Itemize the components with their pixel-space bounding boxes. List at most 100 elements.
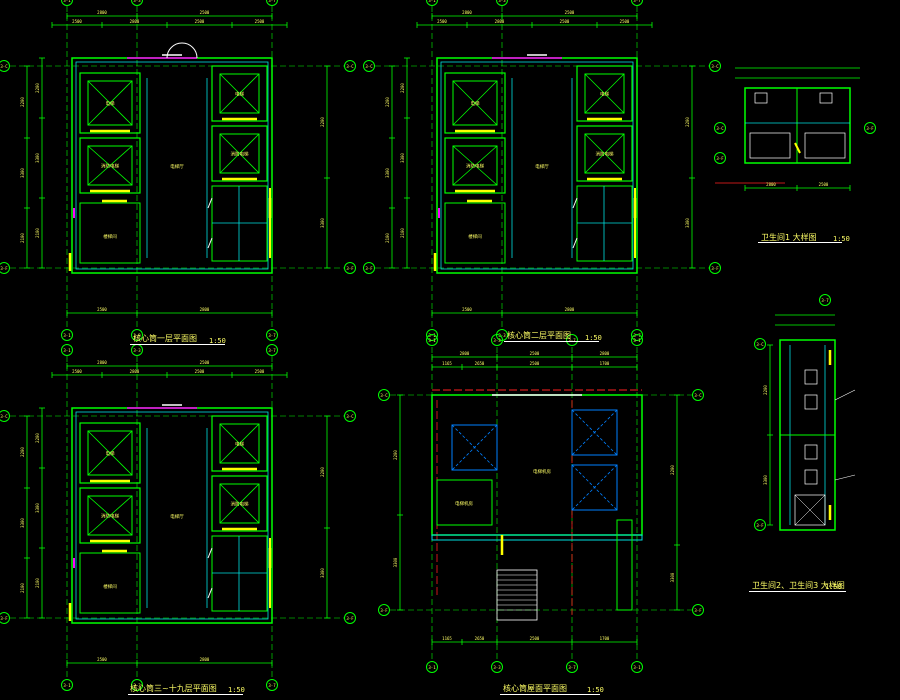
dimension-text: 2200	[20, 97, 25, 107]
dimension-text: 3300	[763, 475, 768, 485]
grid-bubble-label: 3-C	[365, 64, 373, 69]
dimension-text: 2800	[495, 19, 505, 24]
grid-bubble	[266, 329, 278, 341]
grid-bubble	[0, 262, 10, 274]
grid-bubble	[566, 334, 578, 346]
room-label-elevator: 电梯	[471, 100, 480, 107]
elevator-shaft-below	[451, 424, 498, 471]
room-label-elevator: 电梯	[235, 91, 244, 98]
grid-bubble	[631, 329, 643, 341]
dimension-text: 3300	[385, 168, 390, 178]
elevator-shaft	[444, 137, 506, 194]
elevator-cross	[87, 495, 133, 536]
dimension-text: 2100	[35, 228, 40, 238]
machine-room	[436, 479, 493, 526]
dimension-text: 1700	[600, 361, 610, 366]
plan-title-1: 核心筒一层平面图	[133, 334, 197, 343]
elevator-cross	[452, 80, 498, 126]
elevator-cross	[219, 423, 260, 464]
dimension-text: 2100	[35, 578, 40, 588]
dimension-text: 2200	[393, 450, 398, 460]
grid-bubble	[363, 262, 375, 274]
toilet-fixture	[804, 394, 818, 410]
entry-door-swing	[181, 42, 198, 59]
grid-bubble	[754, 519, 766, 531]
dimension-text: 2500	[97, 657, 107, 662]
grid-bubble-label: 3-1	[63, 348, 71, 353]
toilet-fixture	[804, 369, 818, 385]
grid-bubble-label: 3-1	[633, 665, 641, 670]
dimension-text: 1165	[442, 636, 452, 641]
dimension-text: 2500	[72, 369, 82, 374]
elevator-shaft	[211, 65, 268, 122]
grid-bubble-label: 3-C	[380, 393, 388, 398]
dimension-text: 2200	[385, 97, 390, 107]
dimension-text: 2500	[195, 19, 205, 24]
grid-bubble-label: 3-1	[633, 338, 641, 343]
grid-bubble-label: 3-1	[428, 0, 436, 3]
dimension-text: 2800	[460, 351, 470, 356]
leader-line	[834, 389, 856, 401]
grid-bubble-label: 3-3	[133, 0, 141, 3]
grid-bubble-label: 3-F	[716, 156, 724, 161]
dimension-text: 3300	[320, 218, 325, 228]
dimension-text: 3300	[20, 168, 25, 178]
elevator-shaft	[211, 415, 268, 472]
elevator-cross	[452, 145, 498, 186]
dimension-text: 2650	[475, 361, 485, 366]
grid-bubble-label: 3-F	[866, 126, 874, 131]
grid-bubble	[692, 604, 704, 616]
elevator-shaft-below	[571, 464, 618, 511]
plan-title-underline-2	[504, 341, 599, 342]
grid-bubble-label: 3-7	[268, 348, 276, 353]
room-label-elevator: 电梯	[106, 100, 115, 107]
elevator-car	[452, 80, 498, 126]
toilet-block	[211, 535, 268, 612]
grid-bubble	[344, 60, 356, 72]
grid-bubble	[61, 679, 73, 691]
room-label-elevator: 消防电梯	[101, 513, 119, 520]
elevator-shaft	[79, 72, 141, 134]
dimension-text: 2500	[200, 10, 210, 15]
grid-bubble	[566, 661, 578, 673]
elevator-cross	[219, 483, 260, 524]
elevator-cross	[87, 430, 133, 476]
room-label-stair: 楼梯间	[103, 583, 117, 590]
dimension-text: 2800	[130, 19, 140, 24]
room-label-elevator: 电梯	[106, 450, 115, 457]
grid-bubble	[496, 0, 508, 6]
grid-bubble	[426, 334, 438, 346]
grid-bubble-label: 3-F	[711, 266, 719, 271]
grid-bubble-label: 3-7	[268, 333, 276, 338]
plan-scale-4: 1:50	[587, 686, 604, 694]
plan-scale-1: 1:50	[209, 337, 226, 345]
shaft-cross	[571, 409, 618, 456]
shaft-cross	[571, 464, 618, 511]
grid-bubble	[363, 60, 375, 72]
plan-title-underline-3	[128, 694, 243, 695]
dimension-text: 2800	[200, 307, 210, 312]
grid-bubble	[709, 60, 721, 72]
plan-title-underline-1	[130, 344, 225, 345]
grid-bubble-label: 3-1	[63, 683, 71, 688]
elevator-shaft	[79, 137, 141, 194]
elevator-cross	[219, 73, 260, 114]
dimension-text: 2500	[560, 19, 570, 24]
room-label-elevator: 消防电梯	[101, 163, 119, 170]
elevator-shaft	[576, 125, 633, 182]
grid-bubble-label: 3-F	[756, 523, 764, 528]
elevator-shaft-below	[571, 409, 618, 456]
dimension-text: 3300	[393, 557, 398, 567]
dimension-text: 3300	[320, 568, 325, 578]
door-swing	[572, 197, 578, 209]
grid-bubble	[131, 329, 143, 341]
dimension-text: 2500	[530, 636, 540, 641]
grid-bubble-label: 3-3	[133, 348, 141, 353]
plan-scale-3: 1:50	[228, 686, 245, 694]
dimension-text: 2500	[819, 182, 829, 187]
dimension-text: 3300	[20, 518, 25, 528]
grid-bubble-label: 3-F	[365, 266, 373, 271]
